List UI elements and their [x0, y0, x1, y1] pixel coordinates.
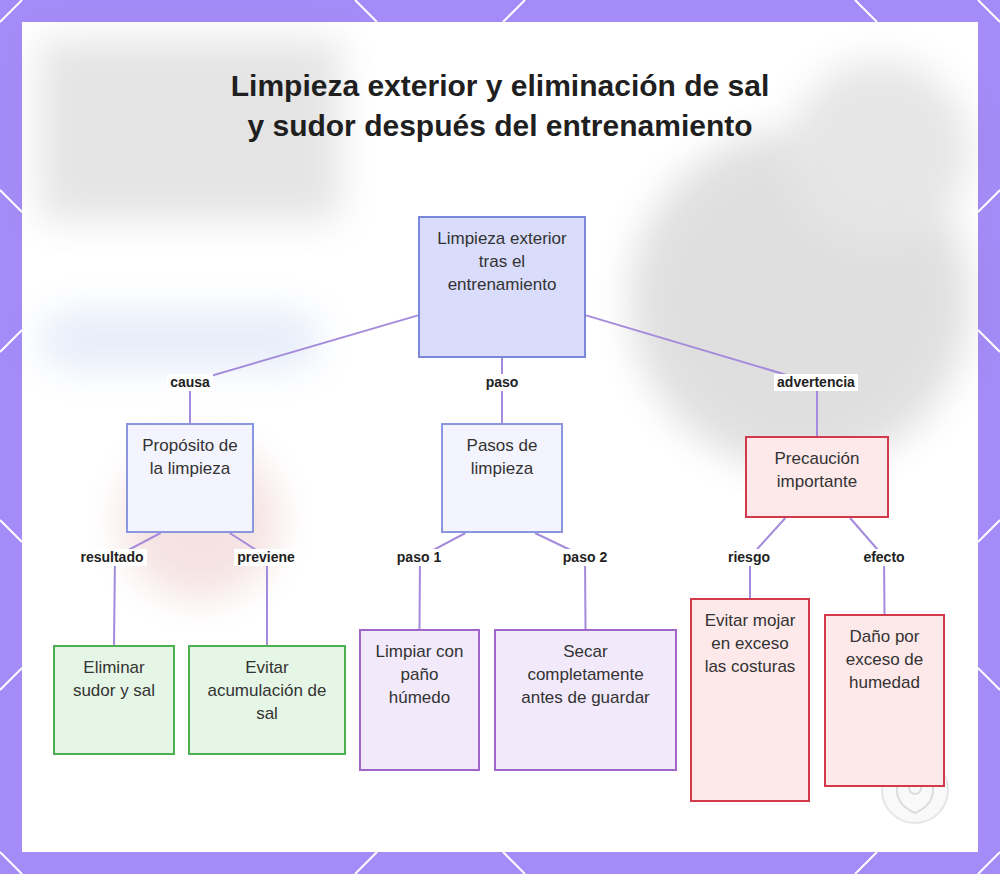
node-text: Evitar mojar en exceso las costuras — [702, 609, 798, 678]
category-box: Propósito de la limpieza — [126, 423, 254, 533]
edge-label: previene — [234, 549, 298, 566]
node-text: Precaución importante — [757, 447, 877, 493]
warning-box: Evitar mojar en exceso las costuras — [690, 598, 810, 802]
edge-label: paso 1 — [394, 549, 444, 566]
node-text: Daño por exceso de humedad — [836, 625, 933, 694]
warning-box: Precaución importante — [745, 436, 889, 518]
edge-label: paso 2 — [560, 549, 610, 566]
edge-label: riesgo — [725, 549, 773, 566]
node-text: Limpiar con paño húmedo — [371, 640, 468, 709]
blurred-background — [40, 40, 970, 600]
diagram-title: Limpieza exterior y eliminación de sal y… — [220, 66, 780, 146]
connector — [420, 533, 466, 629]
edge-label: causa — [167, 374, 213, 391]
node-text: Secar completamente antes de guardar — [506, 640, 665, 709]
warning-box: Daño por exceso de humedad — [824, 614, 945, 787]
step-box: Limpiar con paño húmedo — [359, 629, 480, 771]
node-text: Pasos de limpieza — [453, 434, 551, 480]
page-ground — [22, 22, 978, 852]
connector — [501, 358, 503, 423]
edge-label: resultado — [77, 549, 146, 566]
root-box: Limpieza exterior tras el entrenamiento — [418, 216, 586, 358]
connector — [535, 533, 586, 629]
step-box: Secar completamente antes de guardar — [494, 629, 677, 771]
node-text: Propósito de la limpieza — [138, 434, 242, 480]
connector — [190, 315, 418, 423]
connector — [850, 518, 884, 614]
node-text: Eliminar sudor y sal — [65, 656, 163, 702]
node-text: Limpieza exterior tras el entrenamiento — [430, 227, 574, 296]
category-box: Pasos de limpieza — [441, 423, 563, 533]
outcome-box: Eliminar sudor y sal — [53, 645, 175, 755]
edge-label: efecto — [860, 549, 907, 566]
outcome-box: Evitar acumulación de sal — [188, 645, 346, 755]
node-text: Evitar acumulación de sal — [200, 656, 334, 725]
edge-label: paso — [483, 374, 522, 391]
edge-label: advertencia — [774, 374, 858, 391]
